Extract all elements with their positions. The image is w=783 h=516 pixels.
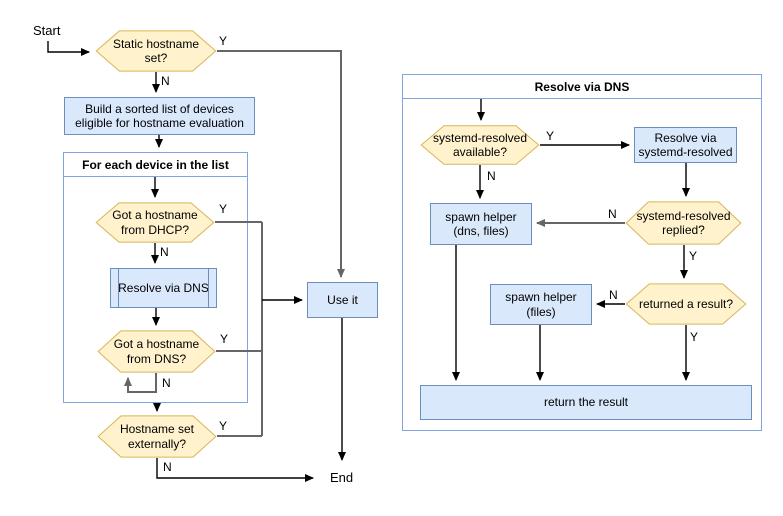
decision-static-hostname: Static hostname set? <box>95 30 217 72</box>
label-no-external: N <box>163 460 172 474</box>
hexagon-shape <box>625 283 747 325</box>
label-no-static: N <box>161 74 170 88</box>
hexagon-shape <box>97 415 217 458</box>
label-yes-dhcp: Y <box>219 202 228 216</box>
end-label: End <box>330 470 354 485</box>
label-yes-static: Y <box>219 34 228 48</box>
decision-got-dns: Got a hostname from DNS? <box>97 330 216 373</box>
decision-resolved-available: systemd-resolved available? <box>420 125 540 165</box>
decision-hostname-externally: Hostname set externally? <box>97 415 217 458</box>
edge-external-no-to-end <box>156 458 314 482</box>
dns-container-title: Resolve via DNS <box>403 75 761 99</box>
hexagon-shape <box>95 202 215 243</box>
label-yes-result: Y <box>690 330 699 344</box>
subprocess-resolve-via-dns: Resolve via DNS <box>110 268 217 308</box>
decision-returned-result: returned a result? <box>625 283 747 325</box>
loop-container-title: For each device in the list <box>64 153 247 177</box>
label-no-available: N <box>487 169 496 183</box>
process-resolve-via-resolved: Resolve via systemd-resolved <box>634 127 737 163</box>
decision-got-dhcp: Got a hostname from DHCP? <box>95 202 215 243</box>
start-label: Start <box>33 23 61 38</box>
edge-start-to-static <box>47 41 90 56</box>
process-return-result: return the result <box>420 385 752 420</box>
decision-resolved-replied: systemd-resolved replied? <box>625 201 742 245</box>
label-yes-replied: Y <box>689 249 698 263</box>
process-build-list: Build a sorted list of devices eligible … <box>64 97 255 135</box>
hexagon-shape <box>95 30 217 72</box>
label-no-dns: N <box>162 376 171 390</box>
hexagon-shape <box>625 201 742 245</box>
label-yes-available: Y <box>546 129 555 143</box>
label-no-replied: N <box>608 207 617 221</box>
hexagon-shape <box>97 330 216 373</box>
label-no-dhcp: N <box>160 245 169 259</box>
label-yes-dns: Y <box>220 332 229 346</box>
label-no-result: N <box>609 288 618 302</box>
label-yes-external: Y <box>219 419 228 433</box>
process-use-it: Use it <box>307 282 378 318</box>
process-spawn-helper-dns-files: spawn helper (dns, files) <box>430 203 532 245</box>
process-spawn-helper-files: spawn helper (files) <box>490 284 592 325</box>
hexagon-shape <box>420 125 540 165</box>
